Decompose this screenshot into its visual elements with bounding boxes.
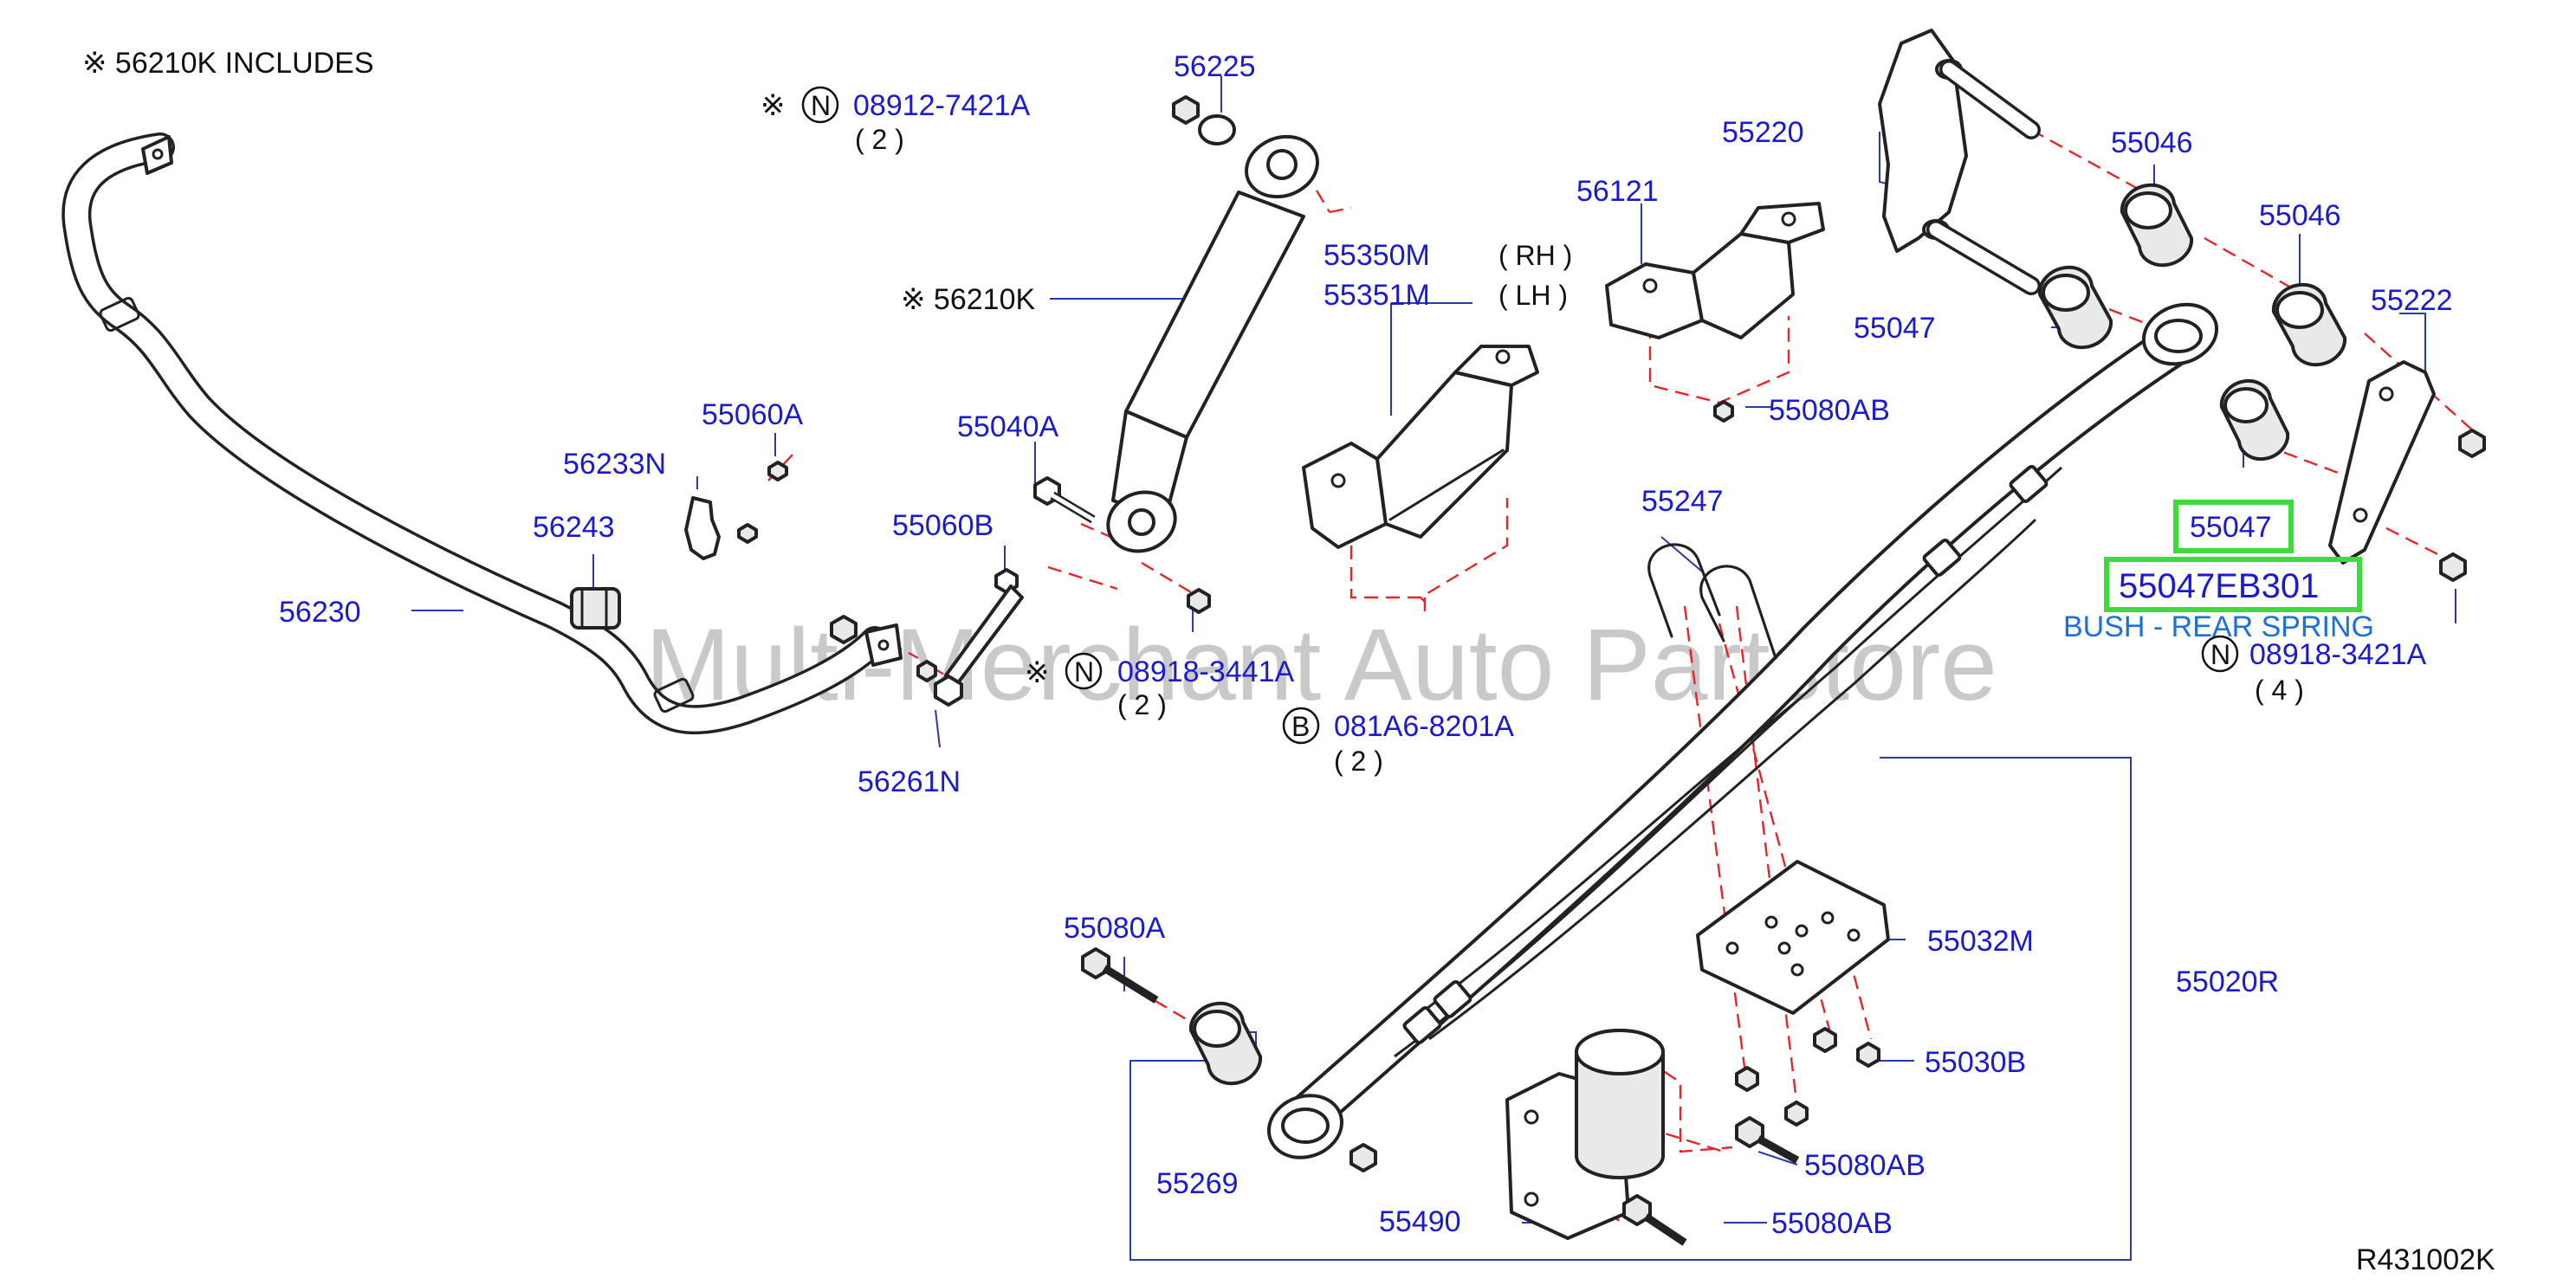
- stabilizer-link: [830, 476, 1096, 707]
- u-bolts: [1647, 543, 1777, 660]
- label-55080ab-bottom[interactable]: 55080AB: [1771, 1207, 1893, 1240]
- qty-081a6-8201a: ( 2 ): [1334, 746, 1383, 777]
- qty-08912-7421a: ( 2 ): [855, 124, 904, 155]
- nut-symbol-08918-3441a: N: [1074, 656, 1094, 688]
- label-55047-upper[interactable]: 55047: [1854, 312, 1936, 345]
- label-55040a[interactable]: 55040A: [957, 410, 1059, 443]
- label-55032m[interactable]: 55032M: [1927, 925, 2034, 958]
- label-55490[interactable]: 55490: [1379, 1205, 1461, 1238]
- qty-08918-3421a: ( 4 ): [2255, 675, 2304, 706]
- label-56243[interactable]: 56243: [533, 511, 615, 544]
- bracket-56121: [1605, 202, 1825, 423]
- diagram-code: R431002K: [2356, 1243, 2495, 1276]
- label-55047-highlighted[interactable]: 55047: [2190, 511, 2272, 544]
- selected-part-description: BUSH - REAR SPRING: [2063, 610, 2374, 643]
- label-55351m[interactable]: 55351M: [1324, 279, 1430, 312]
- front-eye-bolt: [1081, 947, 1377, 1172]
- label-56121[interactable]: 56121: [1576, 175, 1659, 208]
- stabilizer-clamp: [570, 461, 788, 630]
- label-56230[interactable]: 56230: [279, 596, 361, 629]
- label-56261n[interactable]: 56261N: [858, 765, 961, 798]
- ref-mark-08918-3441a: ※: [1025, 656, 1050, 689]
- label-55350m[interactable]: 55350M: [1324, 239, 1430, 272]
- label-56233n[interactable]: 56233N: [563, 448, 666, 481]
- nut-symbol-08912: N: [811, 90, 831, 121]
- ref-mark-08912: ※: [761, 89, 786, 122]
- label-55020r[interactable]: 55020R: [2176, 965, 2279, 998]
- label-55247[interactable]: 55247: [1641, 485, 1724, 518]
- label-55080ab-upper[interactable]: 55080AB: [1769, 394, 1890, 427]
- shackle-plate-55222: [2328, 360, 2486, 582]
- highlight-box-55047: [2173, 500, 2294, 553]
- label-55222[interactable]: 55222: [2371, 284, 2453, 317]
- symbol-markers: ※ N ※ N B N: [761, 86, 2239, 745]
- leaf-spring: [1266, 302, 2219, 1159]
- label-56225[interactable]: 56225: [1174, 50, 1256, 83]
- label-08912-7421a[interactable]: 08912-7421A: [853, 89, 1031, 122]
- label-55046-upper[interactable]: 55046: [2111, 126, 2193, 159]
- label-55060a[interactable]: 55060A: [702, 398, 804, 431]
- label-56210k[interactable]: ※ 56210K: [901, 283, 1035, 316]
- label-55080a[interactable]: 55080A: [1064, 912, 1166, 945]
- label-lh: ( LH ): [1498, 280, 1568, 311]
- label-55060b[interactable]: 55060B: [892, 509, 994, 542]
- nuts-55030b: [1735, 1027, 1880, 1127]
- label-08918-3441a[interactable]: 08918-3441A: [1117, 655, 1295, 688]
- nut-symbol-08918-3421a: N: [2210, 639, 2230, 670]
- label-55080ab-mid[interactable]: 55080AB: [1804, 1149, 1926, 1182]
- label-55220[interactable]: 55220: [1722, 116, 1804, 149]
- bolt-symbol-081a6: B: [1291, 711, 1310, 742]
- bump-stopper: [1505, 1029, 1665, 1240]
- lower-bolts: [1622, 1116, 1800, 1246]
- label-55269[interactable]: 55269: [1156, 1167, 1239, 1200]
- stabilizer-bar: [61, 132, 903, 735]
- label-081a6-8201a[interactable]: 081A6-8201A: [1334, 710, 1514, 743]
- label-55030b[interactable]: 55030B: [1925, 1046, 2026, 1079]
- bracket-55350m: [1302, 345, 1539, 549]
- u-bolt-seat: [1696, 860, 1890, 1015]
- label-55046-lower[interactable]: 55046: [2259, 199, 2341, 232]
- header-note: ※ 56210K INCLUDES: [82, 47, 374, 80]
- spring-shackle-55220: [1878, 29, 2041, 295]
- shock-absorber: [1106, 95, 1319, 614]
- label-rh: ( RH ): [1498, 240, 1572, 271]
- spring-bushes: [2037, 183, 2347, 462]
- label-08918-3421a[interactable]: 08918-3421A: [2249, 638, 2427, 671]
- highlight-box-55047eb301: [2104, 557, 2362, 612]
- selected-part-number[interactable]: 55047EB301: [2119, 567, 2319, 605]
- qty-08918-3441a: ( 2 ): [1117, 689, 1167, 720]
